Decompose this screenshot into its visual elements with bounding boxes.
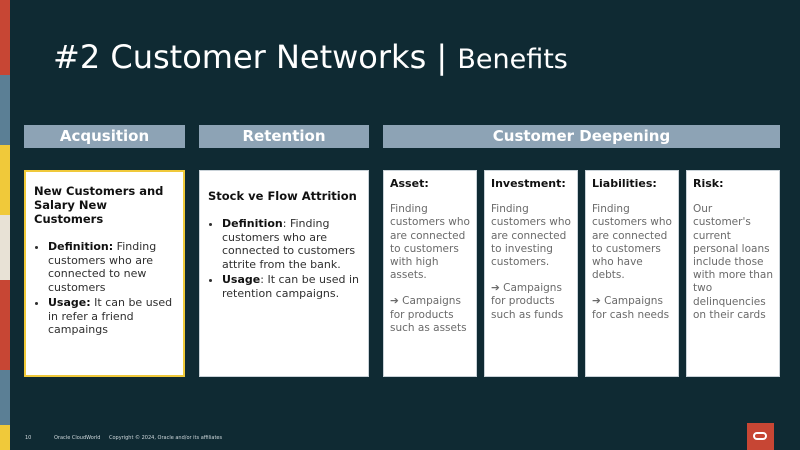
acquisition-list: Definition: Finding customers who are co… <box>34 240 175 337</box>
header-retention: Retention <box>199 125 369 148</box>
asset-body: Finding customers who are connected to c… <box>390 203 470 282</box>
footer-copyright: Copyright © 2024, Oracle and/or its affi… <box>109 435 223 441</box>
item-term: Definition <box>222 217 283 230</box>
page-title: #2 Customer Networks | Benefits <box>53 38 568 76</box>
page-number: 10 <box>25 435 32 441</box>
investment-body: Finding customers who are connected to i… <box>491 203 571 269</box>
decorative-strip <box>0 0 10 450</box>
retention-card: Stock ve Flow Attrition Definition: Find… <box>199 170 369 377</box>
liabilities-card: Liabilities: Finding customers who are c… <box>585 170 679 377</box>
investment-campaign: ➔ Campaigns for products such as funds <box>491 282 564 321</box>
asset-campaign: ➔ Campaigns for products such as assets <box>390 295 467 334</box>
footer-event: Oracle CloudWorld <box>54 435 101 441</box>
retention-list: Definition: Finding customers who are co… <box>208 217 360 300</box>
acquisition-heading: New Customers and Salary New Customers <box>34 184 164 226</box>
item-term: Usage <box>222 273 261 286</box>
item-text: : It can be used in retention campaigns. <box>222 273 359 300</box>
item-text: Finding customers who are connected to n… <box>48 240 157 294</box>
item-term: Definition: <box>48 240 114 253</box>
list-item: Definition: Finding customers who are co… <box>222 217 360 271</box>
acquisition-card: New Customers and Salary New Customers D… <box>24 170 185 377</box>
investment-heading: Investment: <box>491 177 566 190</box>
header-customer-deepening: Customer Deepening <box>383 125 780 148</box>
risk-heading: Risk: <box>693 177 724 190</box>
list-item: Usage: It can be used in retention campa… <box>222 273 360 300</box>
list-item: Usage: It can be used in refer a friend … <box>48 296 175 337</box>
liabilities-heading: Liabilities: <box>592 177 657 190</box>
asset-card: Asset: Finding customers who are connect… <box>383 170 477 377</box>
oracle-logo-icon <box>747 423 774 450</box>
risk-card: Risk: Our customer's current personal lo… <box>686 170 780 377</box>
liabilities-campaign: ➔ Campaigns for cash needs <box>592 295 670 321</box>
title-sub: Benefits <box>457 44 568 75</box>
item-term: Usage: <box>48 296 91 309</box>
retention-heading: Stock ve Flow Attrition <box>208 189 357 203</box>
risk-body: Our customer's current personal loans in… <box>693 203 774 321</box>
liabilities-body: Finding customers who are connected to c… <box>592 203 672 282</box>
investment-card: Investment: Finding customers who are co… <box>484 170 578 377</box>
item-text: It can be used in refer a friend campain… <box>48 296 173 336</box>
list-item: Definition: Finding customers who are co… <box>48 240 175 294</box>
item-text: : Finding customers who are connected to… <box>222 217 356 271</box>
title-main: #2 Customer Networks | <box>53 38 448 76</box>
header-acquisition: Acqusition <box>24 125 185 148</box>
asset-heading: Asset: <box>390 177 429 190</box>
